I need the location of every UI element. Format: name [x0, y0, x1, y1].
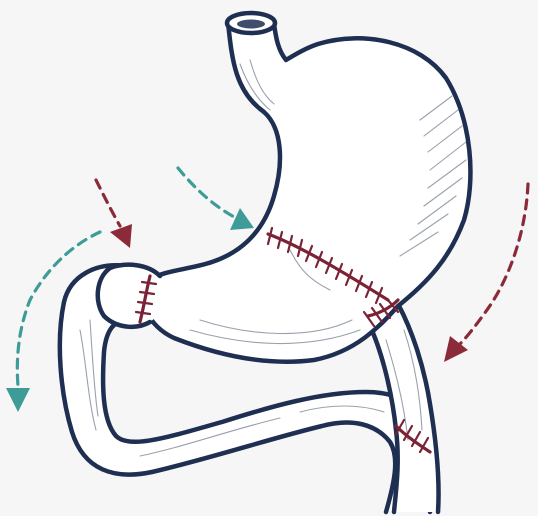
- esophagus-lumen: [237, 20, 265, 29]
- stomach: [144, 13, 470, 362]
- teal-arrow-upper: [178, 168, 254, 230]
- stomach-fill: [144, 22, 470, 362]
- duodenal-segment: [98, 265, 165, 327]
- red-arrow-upper-left: [96, 180, 132, 248]
